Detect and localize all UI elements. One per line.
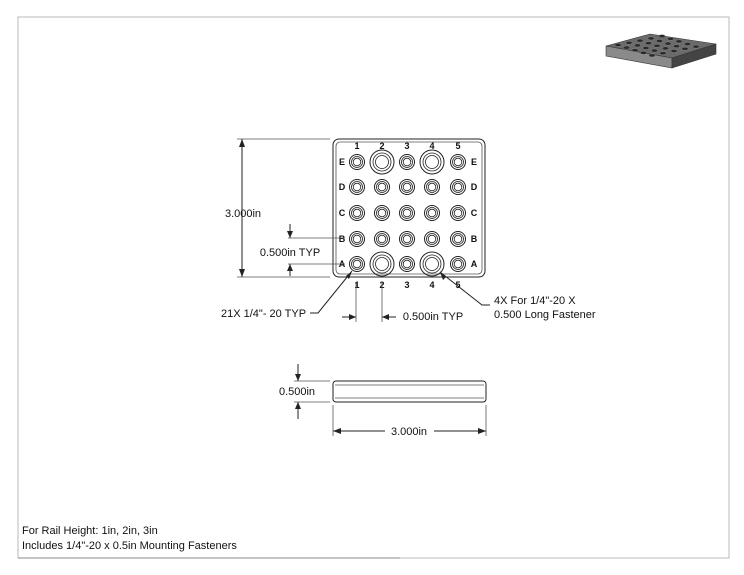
tapped-hole (450, 205, 466, 221)
col-pitch-label: 0.500in TYP (403, 311, 463, 323)
row-label-left: C (339, 208, 346, 218)
iso-hole (692, 44, 700, 49)
column-label-top: 2 (379, 141, 384, 151)
tapped-hole (399, 205, 415, 221)
column-label-top: 1 (354, 141, 359, 151)
tapped-hole (424, 231, 440, 247)
iso-hole (681, 47, 689, 51)
fastener-callout-line2: 0.500 Long Fastener (494, 309, 596, 321)
tapped-hole (349, 179, 365, 195)
fastener-counterbore (369, 149, 395, 175)
iso-hole (662, 46, 669, 51)
fastener-callout-line1: 4X For 1/4"-20 X (494, 295, 576, 307)
tapped-hole (374, 231, 390, 247)
side-view-plate (332, 380, 487, 403)
row-pitch-dimension (287, 224, 345, 276)
note-fasteners: Includes 1/4"-20 x 0.5in Mounting Fasten… (22, 540, 237, 552)
tapped-hole (450, 231, 466, 247)
column-label-top: 4 (429, 141, 434, 151)
column-label-bottom: 4 (429, 280, 434, 290)
row-label-left: B (339, 234, 346, 244)
iso-hole (659, 51, 667, 56)
isometric-preview (605, 33, 717, 69)
iso-hole (625, 41, 633, 45)
tapped-hole (349, 205, 365, 221)
tapped-hole (399, 256, 415, 272)
hole-callout-leader (310, 270, 353, 314)
tapped-hole (399, 154, 415, 170)
iso-hole (658, 34, 666, 39)
fastener-counterbore (369, 251, 395, 277)
iso-hole (656, 39, 663, 43)
tapped-hole (450, 154, 466, 170)
fastener-callout-leader (439, 271, 490, 306)
hole-grid (349, 149, 466, 277)
iso-hole (673, 44, 680, 49)
row-label-right: B (471, 234, 478, 244)
column-label-bottom: 5 (455, 280, 460, 290)
iso-hole (653, 44, 661, 48)
drawing-notes: For Rail Height: 1in, 2in, 3in Includes … (22, 524, 237, 554)
side-thickness-label: 0.500in (279, 386, 315, 398)
height-dimension (237, 138, 330, 278)
sheet-border (17, 16, 730, 559)
iso-hole (651, 48, 658, 53)
top-view-plate (332, 138, 486, 278)
row-label-right: E (471, 157, 477, 167)
iso-hole (623, 45, 630, 50)
iso-hole (631, 48, 639, 53)
iso-hole (647, 36, 655, 41)
column-label-bottom: 3 (404, 280, 409, 290)
tapped-hole (424, 179, 440, 195)
row-label-right: A (471, 259, 478, 269)
tapped-hole (424, 205, 440, 221)
column-label-top: 5 (455, 141, 460, 151)
tapped-hole (349, 231, 365, 247)
side-width-label: 3.000in (391, 426, 427, 438)
tapped-hole (450, 179, 466, 195)
top-view-plate-edge (335, 141, 483, 275)
iso-hole (684, 42, 691, 46)
iso-hole (640, 51, 647, 55)
iso-hole (645, 41, 652, 46)
column-label-bottom: 1 (354, 280, 359, 290)
tapped-hole (399, 231, 415, 247)
column-label-top: 3 (404, 141, 409, 151)
row-label-right: C (471, 208, 478, 218)
tapped-hole (374, 205, 390, 221)
tapped-hole (374, 179, 390, 195)
iso-hole (614, 43, 622, 47)
height-dimension-label: 3.000in (225, 208, 261, 220)
tapped-hole (349, 256, 365, 272)
iso-hole (664, 41, 672, 46)
iso-hole (667, 37, 674, 41)
iso-hole (636, 38, 644, 43)
side-width-dimension (332, 405, 487, 436)
hole-callout-label: 21X 1/4"- 20 TYP (221, 308, 306, 320)
tapped-hole (450, 256, 466, 272)
iso-hole (642, 46, 650, 50)
row-label-left: D (339, 182, 346, 192)
row-label-right: D (471, 182, 478, 192)
tapped-hole (399, 179, 415, 195)
col-pitch-dimension (342, 283, 396, 322)
iso-hole (634, 43, 641, 48)
side-thickness-dimension (294, 364, 330, 419)
fastener-counterbore (419, 149, 445, 175)
iso-hole (675, 39, 683, 44)
row-label-left: E (339, 157, 345, 167)
note-rail-height: For Rail Height: 1in, 2in, 3in (22, 525, 158, 537)
iso-hole (648, 53, 656, 58)
iso-hole (670, 49, 678, 53)
fastener-counterbore (419, 251, 445, 277)
tapped-hole (349, 154, 365, 170)
row-pitch-label: 0.500in TYP (260, 247, 320, 259)
